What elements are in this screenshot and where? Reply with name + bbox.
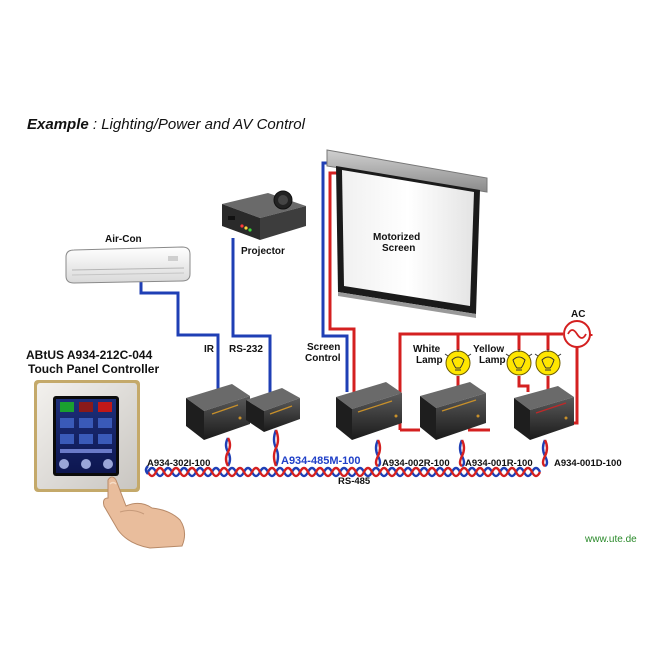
rs485-bus (144, 429, 549, 478)
yellow-lamp-label-line2: Lamp (479, 355, 506, 366)
module-label-001d: A934-001D-100 (554, 458, 622, 469)
module-a934-485m (246, 388, 300, 432)
rs485-label: RS-485 (338, 476, 371, 487)
controller-label-line2: Touch Panel Controller (28, 362, 159, 376)
rs232-label: RS-232 (229, 344, 263, 355)
aircon-label: Air-Con (105, 234, 142, 245)
module-a934-002r (336, 382, 402, 440)
module-a934-302i (186, 384, 250, 440)
ac-label: AC (571, 309, 585, 320)
yellow-lamp-1 (505, 349, 533, 376)
white-lamp-label-line2: Lamp (416, 355, 443, 366)
light-bulb-icon (444, 349, 472, 376)
air-conditioner (65, 246, 191, 284)
light-bulb-icon (505, 349, 533, 376)
title-prefix: Example (27, 116, 89, 133)
screen-wire-red (328, 171, 356, 392)
module-label-001r: A934-001R-100 (465, 458, 533, 469)
module-a934-001r (420, 382, 486, 440)
module-a934-001d (514, 386, 574, 440)
ir-wire (139, 281, 220, 395)
touch-panel-controller (34, 380, 140, 492)
controller-label-line1: ABtUS A934-212C-044 (26, 348, 153, 362)
white-lamp-label-line1: White (413, 344, 441, 355)
title-text: Lighting/Power and AV Control (101, 116, 305, 133)
diagram-title: Example : Lighting/Power and AV Control (27, 116, 305, 133)
light-bulb-icon (534, 349, 562, 376)
yellow-lamp-2 (534, 349, 562, 376)
module-label-485m: A934-485M-100 (281, 455, 361, 467)
projector-label: Projector (241, 246, 285, 257)
website-url: www.ute.de (585, 534, 637, 545)
title-separator: : (88, 116, 102, 133)
rs232-wire (231, 238, 272, 395)
ac-source-icon (563, 320, 591, 348)
module-label-302i: A934-302I-100 (147, 458, 210, 469)
motorized-screen (326, 149, 488, 318)
ir-label: IR (204, 344, 215, 355)
yellow-lamp-label-line1: Yellow (473, 344, 504, 355)
hand-pointer (103, 476, 186, 549)
screen-label-line1: Motorized (373, 232, 420, 243)
white-lamp (444, 349, 472, 376)
module-label-002r: A934-002R-100 (382, 458, 450, 469)
screen-control-label-line1: Screen (307, 342, 340, 353)
screen-label-line2: Screen (382, 243, 415, 254)
projector (222, 190, 306, 240)
screen-control-label-line2: Control (305, 353, 341, 364)
